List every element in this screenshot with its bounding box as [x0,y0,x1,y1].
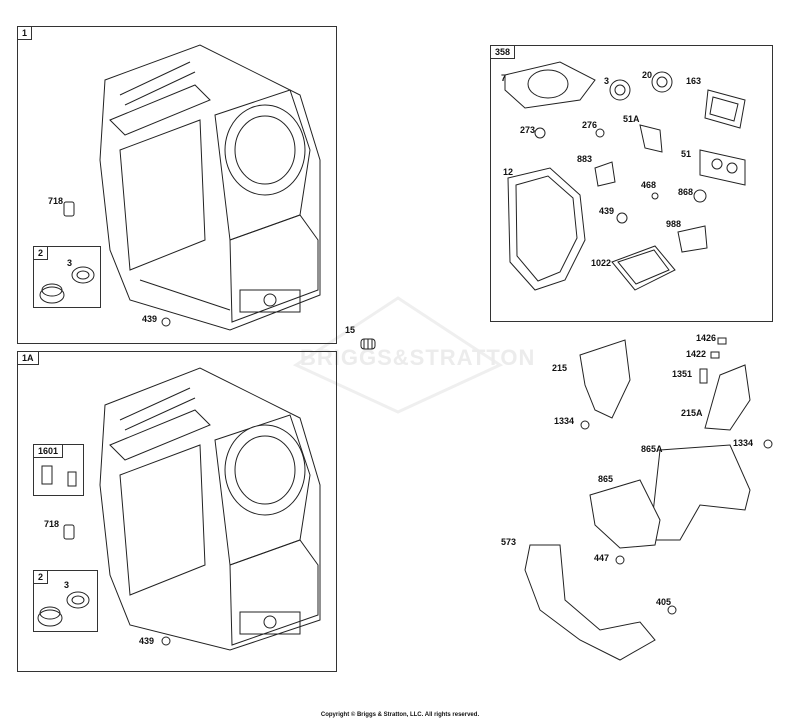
shroud-573 [524,544,656,661]
gasket-883 [594,161,616,187]
label-1334: 1334 [554,416,575,426]
gasket-988 [677,225,708,253]
washer-439-1 [161,317,171,327]
label-868: 868 [678,187,694,197]
part-15 [360,338,376,350]
part-468 [651,192,659,200]
gasket-163 [704,89,746,129]
panel-1a-subpanel-1601: 1601 [33,444,84,496]
label-15: 15 [345,325,356,335]
shroud-865a [649,444,751,541]
label-3: 3 [67,258,73,268]
label-1351: 1351 [672,369,693,379]
watermark-emblem [292,296,504,414]
label-215a: 215A [681,408,703,418]
gasket-7 [504,61,596,109]
crankcase-1 [99,44,321,331]
dowel-718-1 [63,201,75,217]
shroud-215 [579,339,631,419]
copyright-notice: Copyright © Briggs & Stratton, LLC. All … [320,712,480,718]
washer-273 [534,127,546,139]
crankcase-1a [99,367,321,651]
label-12: 12 [503,167,514,177]
label-447: 447 [594,553,610,563]
panel-1a-subpanel-1601-tag: 1601 [34,445,64,458]
label-439: 439 [142,314,158,324]
label-7: 7 [501,73,507,83]
screw-405 [667,605,677,615]
label-1022: 1022 [591,258,612,268]
panel-1a: 1A [17,351,337,672]
gasket-51a [639,124,663,153]
label-865: 865 [598,474,614,484]
seal-868 [693,189,707,203]
part-1351 [699,368,708,384]
gasket-51 [699,149,746,186]
panel-1a-subpanel-2: 2 [33,570,98,632]
screw-1334-b [763,439,773,449]
label-718: 718 [48,196,64,206]
shroud-865 [589,479,661,549]
panel-1: 1 [17,26,337,344]
panel-1-subpanel-2: 2 [33,246,101,308]
label-20: 20 [642,70,653,80]
part-276 [595,128,605,138]
screw-1426 [717,337,727,345]
label-276: 276 [582,120,598,130]
dowel-718-1a [63,524,75,540]
panel-1-tag: 1 [18,27,33,40]
label-439: 439 [139,636,155,646]
shroud-215a [704,364,751,431]
label-1426: 1426 [696,333,717,343]
label-51a: 51A [623,114,640,124]
washer-439-358 [616,212,628,224]
seal-3-358 [609,79,631,101]
screw-1334-a [580,420,590,430]
label-3: 3 [604,76,610,86]
bushing-2-1a [37,591,90,627]
screw-1422 [710,351,720,359]
label-163: 163 [686,76,702,86]
label-1334: 1334 [733,438,754,448]
label-988: 988 [666,219,682,229]
label-1422: 1422 [686,349,707,359]
label-3: 3 [64,580,70,590]
washer-439-1a [161,636,171,646]
screw-447 [615,555,625,565]
gasket-1022 [611,245,676,291]
gasket-12 [507,167,586,291]
label-865a: 865A [641,444,663,454]
bushing-2-1 [39,266,95,304]
panel-1-subpanel-2-tag: 2 [34,247,49,260]
label-273: 273 [520,125,536,135]
panel-358-tag: 358 [491,46,516,59]
label-883: 883 [577,154,593,164]
breather-1601 [41,465,77,487]
label-215: 215 [552,363,568,373]
panel-358: 358 [490,45,773,322]
panel-1a-subpanel-2-tag: 2 [34,571,49,584]
label-439: 439 [599,206,615,216]
label-405: 405 [656,597,672,607]
label-468: 468 [641,180,657,190]
seal-20 [651,71,673,93]
label-573: 573 [501,537,517,547]
watermark: BRIGGS&STRATTON [300,345,536,370]
panel-1a-tag: 1A [18,352,39,365]
label-718: 718 [44,519,60,529]
label-51: 51 [681,149,692,159]
